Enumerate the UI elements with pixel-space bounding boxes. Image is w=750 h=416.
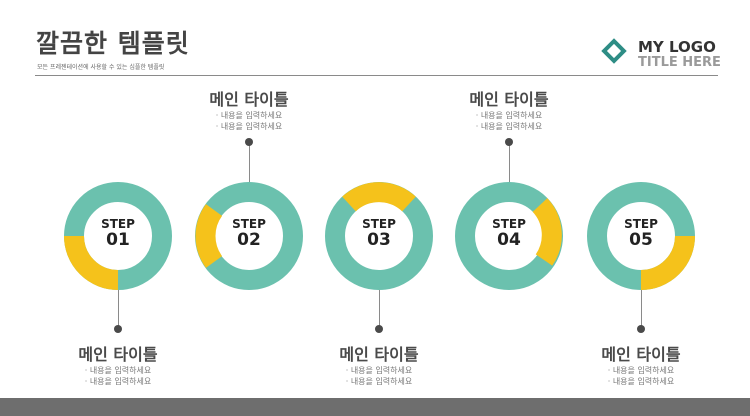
connector-dot — [245, 138, 253, 146]
callout-text: · 내용을 입력하세요 — [607, 377, 675, 386]
step-number: 02 — [237, 230, 261, 250]
step-word: STEP — [362, 217, 396, 231]
callout-text: · 내용을 입력하세요 — [215, 111, 283, 120]
logo-main-text: MY LOGO — [638, 38, 716, 56]
step-label-03: STEP 03 — [339, 217, 419, 249]
connector-dot — [375, 325, 383, 333]
callout-01: 메인 타이틀 · 내용을 입력하세요 · 내용을 입력하세요 — [43, 341, 193, 387]
callout-text: · 내용을 입력하세요 — [475, 111, 543, 120]
callout-text: · 내용을 입력하세요 — [475, 122, 543, 131]
page-subtitle: 모든 프레젠테이션에 사용할 수 있는 심플한 템플릿 — [37, 64, 165, 71]
callout-03: 메인 타이틀 · 내용을 입력하세요 · 내용을 입력하세요 — [304, 341, 454, 387]
logo-sub-text: TITLE HERE — [638, 55, 721, 70]
ring-highlight — [532, 198, 562, 266]
callout-text: · 내용을 입력하세요 — [84, 377, 152, 386]
step-label-02: STEP 02 — [209, 217, 289, 249]
step-word: STEP — [624, 217, 658, 231]
ring-highlight — [195, 204, 223, 268]
step-number: 03 — [367, 230, 391, 250]
footer-bar — [0, 398, 750, 416]
step-number: 01 — [106, 230, 130, 250]
callout-02: 메인 타이틀 · 내용을 입력하세요 · 내용을 입력하세요 — [174, 86, 324, 132]
connector-dot — [637, 325, 645, 333]
connector-dot — [505, 138, 513, 146]
step-word: STEP — [492, 217, 526, 231]
header-divider — [35, 75, 718, 76]
callout-text: · 내용을 입력하세요 — [84, 366, 152, 375]
step-word: STEP — [232, 217, 266, 231]
callout-text: · 내용을 입력하세요 — [215, 122, 283, 131]
callout-title: 메인 타이틀 — [78, 345, 158, 364]
connector-dot — [114, 325, 122, 333]
callout-text: · 내용을 입력하세요 — [345, 377, 413, 386]
ring-highlight — [640, 235, 695, 290]
step-number: 05 — [629, 230, 653, 250]
callout-04: 메인 타이틀 · 내용을 입력하세요 · 내용을 입력하세요 — [434, 86, 584, 132]
ring-highlight — [64, 235, 119, 290]
connector-line — [641, 290, 642, 330]
step-label-04: STEP 04 — [469, 217, 549, 249]
page-title: 깔끔한 템플릿 — [36, 29, 190, 58]
step-ring-03 — [325, 182, 433, 290]
connector-line — [379, 290, 380, 330]
connector-line — [249, 142, 250, 182]
callout-05: 메인 타이틀 · 내용을 입력하세요 · 내용을 입력하세요 — [566, 341, 716, 387]
step-ring-02 — [195, 182, 303, 290]
step-number: 04 — [497, 230, 521, 250]
callout-text: · 내용을 입력하세요 — [345, 366, 413, 375]
connector-line — [118, 290, 119, 330]
step-word: STEP — [101, 217, 135, 231]
ring-highlight — [342, 182, 416, 212]
step-ring-01 — [64, 182, 172, 290]
callout-title: 메인 타이틀 — [469, 90, 549, 109]
connector-line — [509, 142, 510, 182]
step-label-05: STEP 05 — [601, 217, 681, 249]
callout-title: 메인 타이틀 — [339, 345, 419, 364]
step-ring-04 — [455, 182, 563, 290]
step-ring-05 — [587, 182, 695, 290]
callout-title: 메인 타이틀 — [209, 90, 289, 109]
callout-text: · 내용을 입력하세요 — [607, 366, 675, 375]
callout-title: 메인 타이틀 — [601, 345, 681, 364]
step-label-01: STEP 01 — [78, 217, 158, 249]
logo: MY LOGO TITLE HERE — [600, 37, 721, 71]
